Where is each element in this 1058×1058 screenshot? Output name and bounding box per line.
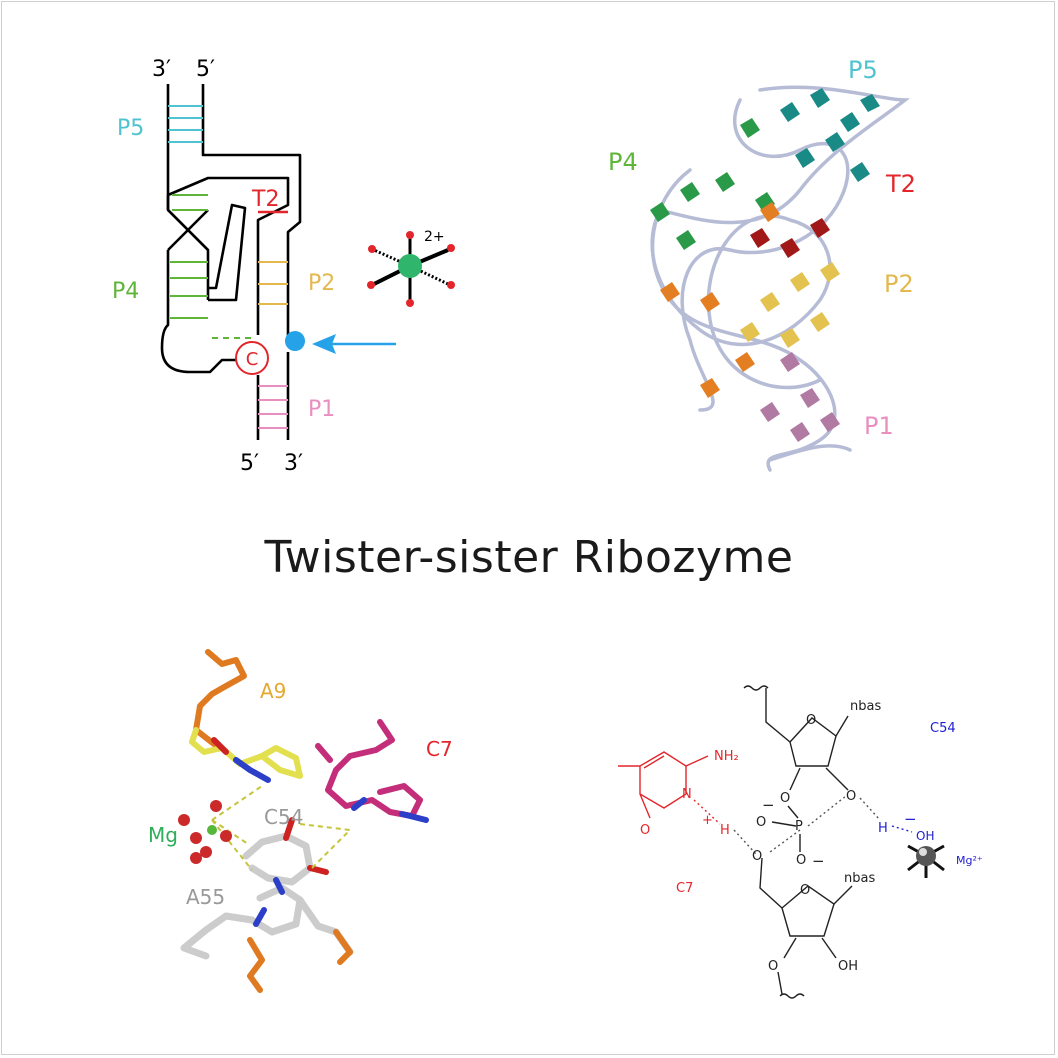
label-p2: P2 [308,271,335,296]
mechanism-scheme: nbas C54 O O O O P O O O O OH nbas − − N… [618,685,983,999]
orange-bases [660,202,780,398]
mech-o-carbonyl: O [640,823,650,838]
tertiary-label-p5: P5 [848,56,878,84]
mech-o-ring-top: O [806,713,816,728]
p2-bases [740,262,840,348]
a9-backbone [193,649,247,747]
mech-o-phosphate-bottom: O [796,853,806,868]
label-p4: P4 [112,279,139,304]
mech-c54: C54 [930,721,956,736]
a9-nitrogens [233,757,271,783]
tertiary-label-p4: P4 [608,148,638,176]
p1-bases [760,352,840,442]
mg-center-icon [907,844,945,878]
active-site-stick-model: A9 C7 Mg C54 A55 [148,649,453,993]
mech-mg: Mg²⁺ [956,854,983,867]
mech-o-ring-bottom: O [800,883,810,898]
mech-p: P [795,819,803,834]
top-sugar [743,685,849,819]
strand-p4-inner [208,203,247,302]
mech-nh2: NH₂ [714,749,739,764]
tertiary-structure-cartoon: P5 P4 T2 P2 P1 [608,56,916,472]
active-label-mg: Mg [148,823,178,847]
mech-minus-left: − [762,796,775,814]
strand-left-loop [160,250,236,374]
mech-o-5prime: O [752,849,762,864]
water-oxygens [178,800,232,864]
mech-n: N [682,787,692,802]
label-p1: P1 [308,397,335,422]
tertiary-label-p1: P1 [864,412,894,440]
a55-residue [180,884,304,960]
strand-inner [166,176,290,335]
metal-hexahydrate-icon [367,231,455,307]
figure-title: Twister-sister Ribozyme [264,532,794,583]
active-label-a55: A55 [186,885,225,909]
phosphate-bonds [771,821,801,852]
label-p5: P5 [117,116,144,141]
cleavage-c-label: C [246,349,259,370]
label-5prime-top: 5′ [196,57,215,82]
mech-c7: C7 [676,881,693,896]
metal-charge-label: 2+ [424,229,445,245]
cleavage-c-circle [235,341,269,375]
bottom-sugar [759,857,853,999]
p5-bases [780,88,880,182]
mech-o-bottom: O [768,959,778,974]
mech-o-2prime: O [846,789,856,804]
t2-bases [750,218,830,258]
mech-oh: OH [916,829,934,843]
c7-residue [325,719,423,819]
mech-nbas-bottom: nbas [844,871,875,886]
p4-bases [650,118,775,250]
mech-o-phosphate-left: O [756,815,766,830]
tertiary-label-t2: T2 [885,170,916,198]
a9-base [189,727,303,779]
mech-oh-bottom: OH [838,959,858,974]
c54-residue [242,832,314,886]
mech-minus-bottom: − [812,852,825,870]
strand-cross2 [167,209,209,251]
active-label-a9: A9 [260,679,286,703]
cytosine-ring [618,751,709,819]
mech-h-left: H [720,823,730,838]
mech-o-3prime: O [780,791,790,806]
mech-plus: + [702,813,713,828]
mech-nbas-top: nbas [850,699,881,714]
mg-ion-sphere [207,825,217,835]
mech-minus-top: − [904,810,917,828]
label-t2: T2 [251,187,279,212]
cleavage-site-dot [285,331,305,351]
active-label-c54: C54 [264,805,303,829]
tertiary-label-p2: P2 [884,270,914,298]
hbond-dotted [693,797,913,855]
label-3prime-bottom: 3′ [284,451,303,476]
label-5prime-bottom: 5′ [240,451,259,476]
strand-p5-right [201,84,302,340]
secondary-structure-diagram: C 2+ 3′ 5′ P5 P4 T2 P2 P1 5′ 3′ [112,57,455,476]
mech-h-right: H [878,821,888,836]
active-label-c7: C7 [426,737,453,761]
cleavage-arrow-head [312,334,336,354]
phosphate-dotted [769,795,847,853]
label-3prime-top: 3′ [152,57,171,82]
